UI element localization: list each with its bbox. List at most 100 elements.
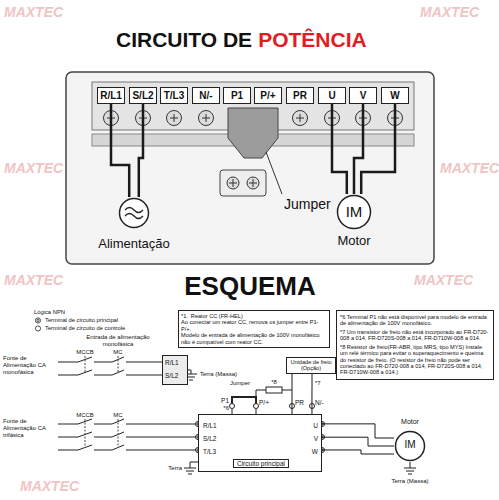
- node-text: N/-: [199, 90, 212, 102]
- node-text: Reator CC (FR-HEL): [191, 313, 243, 319]
- legend-symbol: [34, 317, 42, 324]
- node-text: IM: [404, 439, 415, 451]
- terminal-block: R/L1S/L2: [162, 355, 188, 385]
- terminal-box: V: [349, 87, 377, 104]
- terminal-wire: [232, 390, 292, 414]
- watermark: MAXTEC: [4, 4, 63, 20]
- node-text: *8 Resistor de freio(FR-ABR, tipo MRS, t…: [340, 344, 490, 376]
- terminal-box: P/+: [254, 87, 282, 104]
- node-text: R/L1: [100, 90, 122, 102]
- watermark: MAXTEC: [4, 160, 63, 176]
- legend-row: Terminal de circuito de controle: [34, 325, 125, 332]
- logic-label: Lógica NPN: [34, 309, 65, 316]
- screw-slot: [229, 179, 257, 187]
- node-text: S/L2: [132, 90, 153, 102]
- legend-text: Terminal de circuito principal: [45, 317, 118, 324]
- single-phase-wires: [58, 357, 162, 375]
- ground-terminal-block: [220, 170, 266, 196]
- screw-slot: [170, 114, 178, 122]
- node-text: Alimentação: [98, 237, 170, 252]
- circle-outline: [118, 197, 150, 229]
- node-text: R/L1: [165, 359, 179, 366]
- note-box: *6 Terminal P1 não está disponível para …: [336, 310, 494, 380]
- ground-label: Terra: [168, 465, 182, 472]
- node-text: T/L3: [164, 90, 185, 102]
- node-text: Ao conectar um reator CC, remova os jump…: [181, 319, 327, 332]
- circle-outline: [338, 196, 371, 229]
- screw-slot: [202, 114, 210, 122]
- node-text: T/L3: [203, 448, 216, 455]
- node-text: U: [313, 422, 318, 429]
- watermark: MAXTEC: [20, 478, 79, 494]
- contactor-label: MC: [113, 412, 122, 419]
- wire-connector: [139, 104, 143, 197]
- node-text: Modelo de entrada de alimentação de 100V…: [181, 332, 327, 345]
- terminal-box: PR: [286, 87, 314, 104]
- breaker-label: MCCB: [76, 349, 94, 356]
- node-text: IM: [346, 203, 363, 220]
- callout-number: *7: [315, 380, 321, 387]
- node-text: *1.: [181, 313, 188, 319]
- terminal-box: W: [381, 87, 409, 104]
- node-text: W: [312, 448, 318, 455]
- terminal-box: S/L2: [129, 87, 157, 104]
- inverter-box: R/L1S/L2T/L3UVWCircuito principal: [198, 414, 322, 472]
- terminal-box: U: [318, 87, 346, 104]
- brake-unit-box: Unidade de freio (Opção): [286, 357, 336, 374]
- wire-connector: [361, 104, 395, 194]
- terminal-housing: [66, 72, 434, 264]
- ground-label: Terra (Massa): [391, 478, 428, 485]
- node-text: PR: [293, 90, 307, 102]
- breaker-label: MCCB: [76, 412, 94, 419]
- note-box: *1.Reator CC (FR-HEL)Ao conectar um reat…: [178, 310, 330, 348]
- node-text: *6 Terminal P1 não está disponível para …: [340, 314, 490, 327]
- jumper-wire: [232, 397, 256, 404]
- terminal-screw: [199, 111, 214, 126]
- terminal-box: N/-: [192, 87, 220, 104]
- wire-connector: [111, 104, 129, 197]
- leader-line: [266, 152, 282, 194]
- terminal-name: N/-: [315, 399, 324, 406]
- terminal-box: R/L1: [97, 87, 125, 104]
- terminal-name: P/+: [259, 399, 269, 406]
- watermark: MAXTEC: [4, 272, 63, 288]
- watermark: MAXTEC: [414, 272, 473, 288]
- node-text: R/L1: [203, 422, 217, 429]
- wire-connector: [291, 374, 292, 414]
- contactor-label: MC: [113, 349, 122, 356]
- part-label: Jumper: [284, 196, 331, 212]
- circle-outline: [120, 199, 149, 228]
- motor-circle: IMMotor: [336, 194, 372, 230]
- node-text: Motor: [337, 234, 370, 249]
- wire-connector: [311, 374, 312, 414]
- screw-slot: [296, 114, 304, 122]
- section-title: POTÊNCIA: [258, 28, 367, 52]
- node-text: Motor: [401, 418, 419, 426]
- wire-connector: [322, 424, 394, 438]
- node-text: P/+: [260, 90, 275, 102]
- power-source: Alimentação: [118, 197, 150, 229]
- part-label: Jumper: [230, 380, 250, 387]
- callout-number: *8: [271, 379, 277, 386]
- node-text: V: [360, 90, 367, 102]
- motor-circle: MotorIM: [394, 430, 426, 462]
- terminal-name: P1: [221, 397, 229, 404]
- watermark: MAXTEC: [440, 160, 499, 176]
- watermark: MAXTEC: [420, 4, 479, 20]
- terminal-name: PR: [295, 399, 304, 406]
- terminal-screw: [167, 111, 182, 126]
- node-text: S/L2: [203, 435, 216, 442]
- terminal-circle: [254, 404, 259, 409]
- source-label: Fonte de Alimentação CA monofásica: [3, 355, 57, 376]
- legend-row: Terminal de circuito principal: [34, 317, 125, 324]
- ac-symbol: [125, 208, 143, 219]
- terminal-box: P1: [223, 87, 251, 104]
- terminal-box: T/L3: [160, 87, 188, 104]
- three-phase-wires: [58, 419, 198, 450]
- node-text: S/L2: [165, 372, 178, 379]
- section-title: CIRCUITO DE: [116, 28, 252, 52]
- terminal-circle: [230, 404, 235, 409]
- circle-outline: [396, 432, 425, 461]
- node-text: P1: [231, 90, 243, 102]
